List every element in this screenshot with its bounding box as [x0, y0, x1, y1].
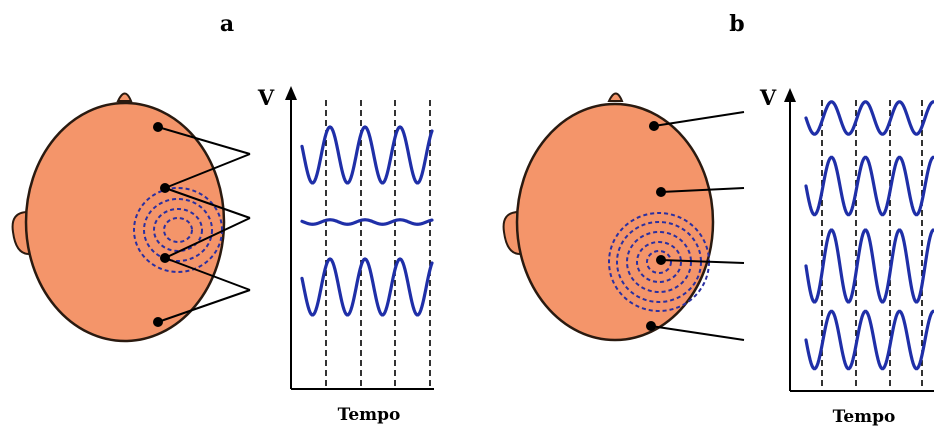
electrode-icon: [656, 255, 666, 265]
electrode-icon: [646, 321, 656, 331]
dipole-source-icon: [133, 187, 223, 273]
waveform-trace: [300, 218, 434, 226]
electrode-icon: [656, 187, 666, 197]
electrode-icon: [153, 317, 163, 327]
waveform-trace: [804, 309, 934, 371]
electrode-icon: [160, 183, 170, 193]
electrode-leads-a: [153, 122, 251, 327]
panel-label-b: b: [729, 11, 744, 37]
panel-label-a: a: [220, 11, 234, 37]
x-axis-label-b: Tempo: [833, 407, 896, 427]
electrode-icon: [649, 121, 659, 131]
waveform-trace: [804, 155, 934, 217]
waveforms-b: [804, 100, 934, 371]
panel-b: b V Tempo: [502, 11, 934, 427]
x-axis-label-a: Tempo: [338, 405, 401, 425]
waveform-trace: [804, 100, 934, 136]
head-icon: [11, 92, 226, 343]
waveform-trace: [804, 228, 934, 304]
electrode-icon: [160, 253, 170, 263]
y-axis-label-a: V: [257, 85, 275, 110]
head-icon: [502, 92, 715, 342]
waveforms-a: [300, 125, 434, 317]
axes-a: V Tempo: [257, 85, 434, 425]
panel-a: a: [11, 11, 434, 425]
electrode-icon: [153, 122, 163, 132]
electrode-leads-b: [646, 111, 745, 341]
waveform-trace: [300, 257, 434, 317]
waveform-trace: [300, 125, 434, 185]
y-axis-label-b: V: [759, 85, 777, 110]
